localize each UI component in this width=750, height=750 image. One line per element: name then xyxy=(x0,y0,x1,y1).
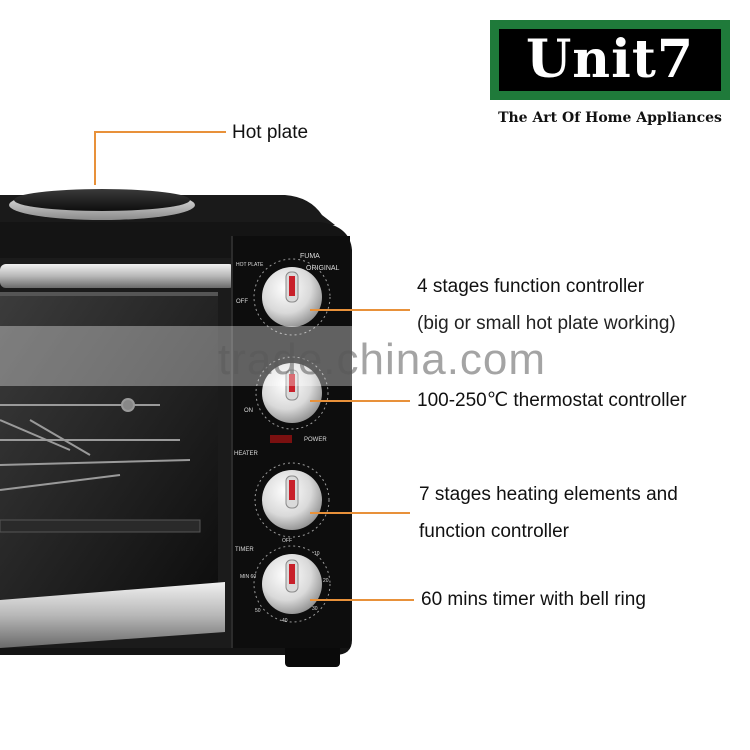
door-handle xyxy=(0,264,235,288)
brand-name: Unit7 xyxy=(525,29,695,90)
callout-heating-elements-cont: function controller xyxy=(419,521,569,542)
callout-hot-plate: Hot plate xyxy=(232,122,309,143)
brand-logo: Unit7 xyxy=(490,20,730,100)
panel-off-label: OFF xyxy=(236,299,248,305)
timer-mark: OFF xyxy=(282,538,292,544)
leader-lines xyxy=(94,131,414,601)
baking-tray xyxy=(0,519,201,533)
brand-tagline: The Art Of Home Appliances xyxy=(498,110,722,126)
knob-indicator xyxy=(289,276,295,296)
panel-hot-plate-label: HOT PLATE xyxy=(236,262,264,268)
callout-timer: 60 mins timer with bell ring xyxy=(421,589,646,610)
callout-thermostat: 100-250℃ thermostat controller xyxy=(417,390,687,411)
control-panel: FUMA ORIGINAL HOT PLATE OFF ON HEATER PO… xyxy=(231,236,350,648)
timer-mark: MIN 60 xyxy=(240,574,256,580)
hot-plate xyxy=(9,189,195,220)
function-knob[interactable] xyxy=(253,258,331,336)
thermostat-knob[interactable] xyxy=(255,356,329,430)
oven-door xyxy=(0,258,235,648)
door-handle-lower xyxy=(0,582,225,648)
leader-line-hot-plate xyxy=(94,131,226,185)
panel-model-label: FUMA xyxy=(300,253,320,260)
timer-mark: 20 xyxy=(323,578,329,584)
timer-mark: 30 xyxy=(312,606,318,612)
timer-mark: 40 xyxy=(282,618,288,624)
oven-foot xyxy=(285,645,340,667)
panel-model-sublabel: ORIGINAL xyxy=(306,265,340,272)
oven-rack xyxy=(0,398,191,491)
power-indicator-light xyxy=(270,435,292,443)
timer-mark: 50 xyxy=(255,608,261,614)
watermark-band xyxy=(0,326,750,386)
knob-indicator xyxy=(289,564,295,584)
knob-indicator xyxy=(289,374,295,392)
callout-function-controller-detail: (big or small hot plate working) xyxy=(417,313,676,334)
timer-knob[interactable] xyxy=(253,545,331,623)
panel-on-label: ON xyxy=(244,408,253,414)
callout-heating-elements: 7 stages heating elements and xyxy=(419,484,678,505)
panel-power-label: POWER xyxy=(304,437,327,443)
panel-timer-label: TIMER xyxy=(235,547,254,553)
timer-mark: 10 xyxy=(314,551,320,557)
knob-indicator xyxy=(289,480,295,500)
callout-function-controller: 4 stages function controller xyxy=(417,276,645,297)
watermark-text: trade.china.com xyxy=(218,335,547,384)
panel-heater-label: HEATER xyxy=(234,451,259,457)
heating-element-knob[interactable] xyxy=(254,462,330,538)
